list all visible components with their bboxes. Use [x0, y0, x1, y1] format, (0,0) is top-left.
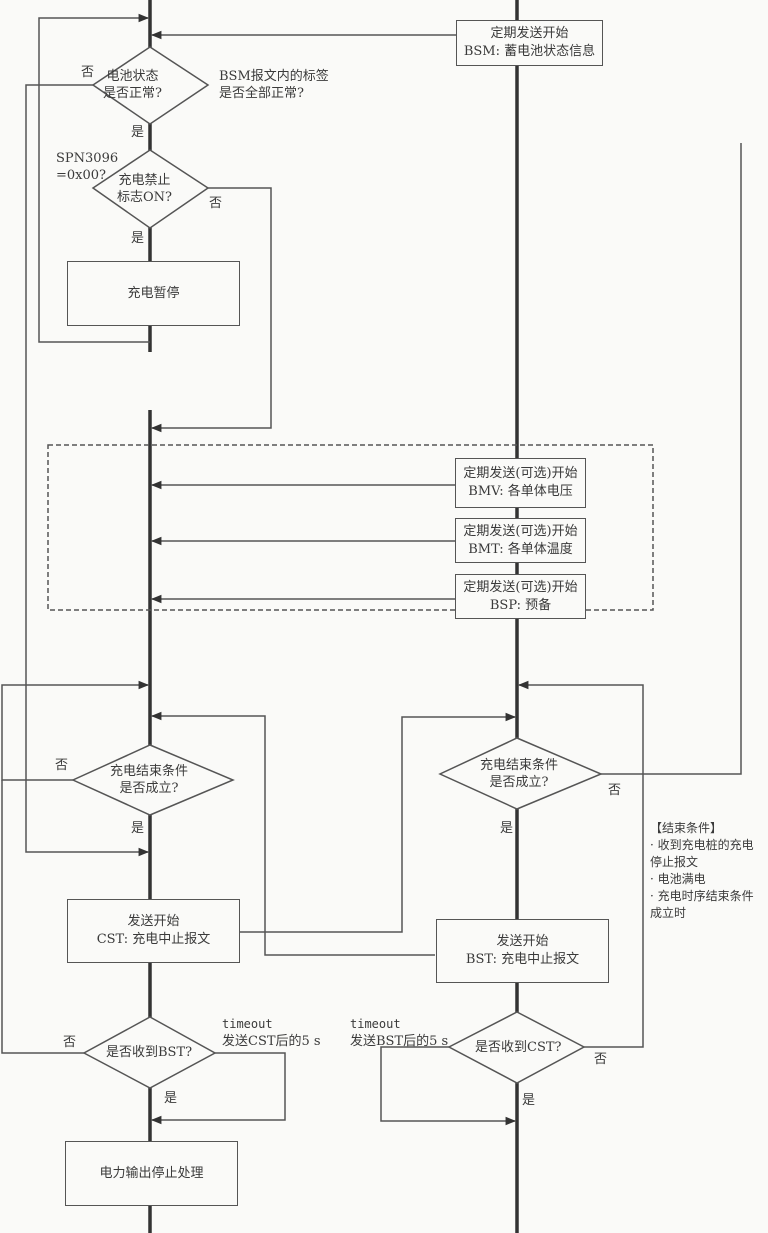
- cst-timeout-note: timeout 发送BST后的5 s: [350, 1016, 448, 1050]
- end-condition-item: · 电池满电: [650, 872, 706, 886]
- cst-yes-label: 是: [522, 1093, 536, 1108]
- bst-line1: 发送开始: [496, 934, 549, 949]
- battery-diamond-text: 电池状态 是否正常?: [103, 68, 162, 102]
- bst-yes-label: 是: [164, 1091, 178, 1106]
- diamond-left-end: [71, 744, 235, 816]
- bst-timeout-detail: 发送CST后的5 s: [222, 1034, 321, 1049]
- left-end-line2: 是否成立?: [119, 781, 179, 796]
- forbid-note-line1: SPN3096: [56, 151, 119, 166]
- bst-timeout-line: [150, 1052, 286, 1125]
- battery-no-label: 否: [81, 65, 95, 80]
- cst-timeout-word: timeout: [350, 1017, 401, 1031]
- left-end-line1: 充电结束条件: [110, 764, 189, 779]
- end-conditions-note: 【结束条件】 · 收到充电桩的充电 停止报文 · 电池满电 · 充电时序结束条件…: [650, 820, 754, 922]
- bst-timeout-word: timeout: [222, 1017, 273, 1031]
- battery-line2: 是否正常?: [103, 86, 162, 101]
- diamond-right-end: [438, 737, 603, 810]
- battery-yes-label: 是: [131, 125, 145, 140]
- bmt-box: 定期发送(可选)开始 BMT: 各单体温度: [455, 518, 586, 563]
- end-conditions-title: 【结束条件】: [650, 821, 723, 835]
- forbid-note-line2: =0x00?: [56, 168, 107, 183]
- diamond-forbid: [91, 149, 210, 229]
- bst-no-line: [1, 780, 84, 1054]
- pause-box: 充电暂停: [67, 261, 240, 326]
- bst-timeout-note: timeout 发送CST后的5 s: [222, 1016, 321, 1050]
- pause-label: 充电暂停: [127, 285, 180, 301]
- cst-no-line: [517, 680, 644, 1048]
- bst-no-label: 否: [63, 1035, 77, 1050]
- cst-line2: CST: 充电中止报文: [96, 932, 211, 947]
- battery-line1: 电池状态: [106, 69, 159, 84]
- battery-note-line2: 是否全部正常?: [219, 86, 304, 101]
- diamond-battery: [91, 46, 210, 125]
- right-end-line2: 是否成立?: [489, 775, 549, 790]
- pause-loop-line: [38, 13, 150, 343]
- power-stop-label: 电力输出停止处理: [99, 1165, 204, 1181]
- diamond-bst: [82, 1016, 217, 1089]
- bmv-line2: BMV: 各单体电压: [468, 484, 573, 499]
- battery-note: BSM报文内的标签 是否全部正常?: [219, 68, 329, 102]
- right-end-line1: 充电结束条件: [480, 758, 559, 773]
- cst-diamond-text: 是否收到CST?: [475, 1040, 562, 1055]
- forbid-diamond-text: 充电禁止 标志ON?: [117, 172, 172, 206]
- optional-messages-group: [47, 444, 654, 611]
- battery-note-line1: BSM报文内的标签: [219, 69, 329, 84]
- bsm-box: 定期发送开始 BSM: 蓄电池状态信息: [456, 20, 603, 66]
- right-end-diamond-text: 充电结束条件 是否成立?: [480, 757, 558, 791]
- bst-diamond-text: 是否收到BST?: [106, 1045, 193, 1060]
- bst-line2: BST: 充电中止报文: [465, 952, 580, 967]
- left-end-no-line: [1, 680, 150, 781]
- power-stop-box: 电力输出停止处理: [65, 1141, 238, 1206]
- end-condition-item: · 收到充电桩的充电: [650, 838, 754, 852]
- bsm-line2: BSM: 蓄电池状态信息: [463, 44, 596, 59]
- cst-to-right-line: [240, 712, 517, 933]
- cst-send-box: 发送开始 CST: 充电中止报文: [67, 899, 240, 963]
- left-end-no-label: 否: [55, 758, 69, 773]
- end-condition-item: 成立时: [650, 906, 687, 920]
- right-end-no-line: [601, 143, 742, 775]
- bmt-line2: BMT: 各单体温度: [468, 541, 573, 557]
- end-condition-item: · 充电时序结束条件: [650, 889, 754, 903]
- right-end-no-label: 否: [608, 783, 622, 798]
- bsp-box: 定期发送(可选)开始 BSP: 预备: [455, 574, 586, 619]
- bmv-line1: 定期发送(可选)开始: [463, 466, 578, 481]
- forbid-line1: 充电禁止: [118, 173, 171, 188]
- right-end-yes-label: 是: [500, 821, 514, 836]
- bsm-line1: 定期发送开始: [490, 26, 569, 41]
- bsp-line1: 定期发送(可选)开始: [463, 579, 578, 595]
- left-end-yes-label: 是: [131, 821, 145, 836]
- bsp-line2: BSP: 预备: [489, 597, 552, 613]
- forbid-line2: 标志ON?: [117, 190, 173, 205]
- forbid-note: SPN3096 =0x00?: [56, 150, 118, 184]
- bmv-box: 定期发送(可选)开始 BMV: 各单体电压: [455, 458, 586, 508]
- diamond-cst: [447, 1011, 586, 1084]
- cst-timeout-line: [380, 1046, 517, 1126]
- cst-no-label: 否: [594, 1052, 608, 1067]
- left-end-diamond-text: 充电结束条件 是否成立?: [110, 763, 188, 797]
- cst-line1: 发送开始: [127, 914, 180, 929]
- bst-send-box: 发送开始 BST: 充电中止报文: [436, 919, 609, 983]
- cst-timeout-detail: 发送BST后的5 s: [350, 1034, 449, 1049]
- forbid-yes-label: 是: [131, 231, 145, 246]
- battery-no-line: [25, 84, 150, 857]
- forbid-no-label: 否: [209, 196, 223, 211]
- bmt-line1: 定期发送(可选)开始: [463, 523, 578, 539]
- bst-to-left-line: [150, 711, 435, 956]
- forbid-no-line: [150, 187, 272, 433]
- end-condition-item: 停止报文: [650, 855, 699, 869]
